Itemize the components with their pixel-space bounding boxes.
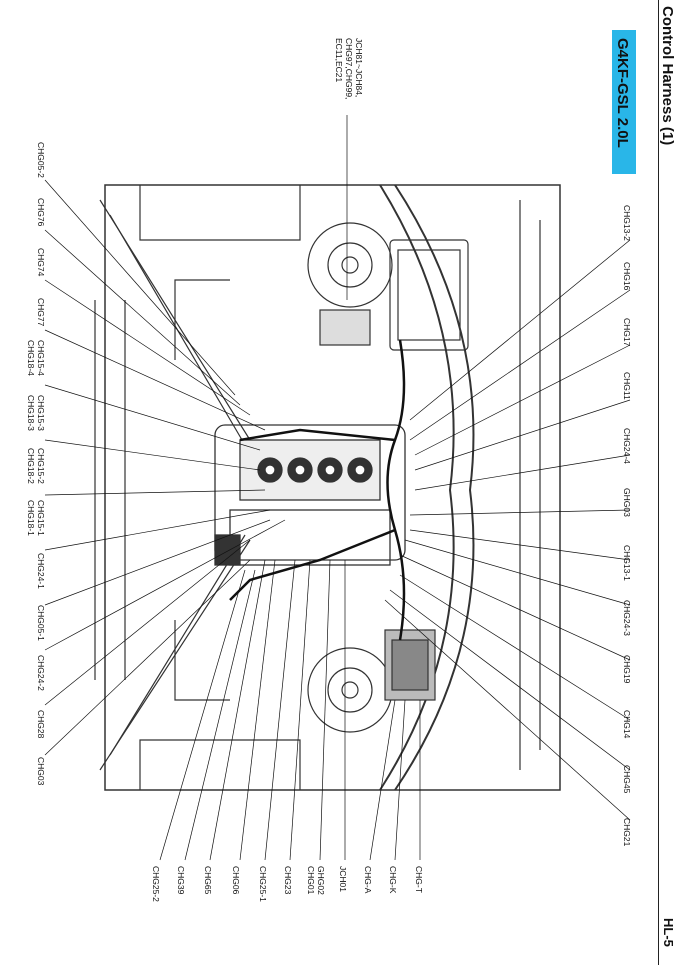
header-rule bbox=[658, 0, 659, 965]
top-labels: JCH81~JCH84, CHG97,CHG99, EC11,EC21 bbox=[334, 38, 364, 99]
label-CHG-A: CHG-A bbox=[363, 866, 373, 894]
label-CHG11: CHG11 bbox=[622, 372, 632, 400]
label-CHG03: CHG03 bbox=[36, 757, 46, 786]
label-CHG17: CHG17 bbox=[622, 318, 632, 347]
label-CHG24-1: CHG24-1 bbox=[36, 553, 46, 589]
label-CHG21: CHG21 bbox=[622, 818, 632, 847]
label-CHG23: CHG23 bbox=[283, 866, 293, 895]
label-CHG15-2: CHG15-2 bbox=[36, 448, 46, 484]
strut-tower-bottom bbox=[307, 647, 393, 733]
label-CHG74: CHG74 bbox=[36, 248, 46, 277]
strut-tower-top bbox=[307, 222, 393, 308]
harness-route bbox=[229, 339, 406, 641]
label-CHG65: CHG65 bbox=[203, 866, 213, 895]
label-CHG01: CHG01 bbox=[306, 866, 316, 895]
label-CHG24-3: CHG24-3 bbox=[622, 600, 632, 636]
label-ec11: EC11,EC21 bbox=[334, 38, 344, 83]
right-labels: CHG13-2 CHG16 CHG17 CHG11 CHG24-4 GHG03 … bbox=[622, 205, 632, 847]
label-CHG16: CHG16 bbox=[622, 262, 632, 291]
label-CHG-T: CHG-T bbox=[414, 866, 424, 893]
label-CHG13-2: CHG13-2 bbox=[622, 205, 632, 241]
label-CHG05-1: CHG05-1 bbox=[36, 605, 46, 641]
fuse-box bbox=[384, 629, 436, 701]
label-chg97: CHG97,CHG99, bbox=[344, 38, 354, 99]
label-CHG24-2: CHG24-2 bbox=[36, 655, 46, 691]
label-JCH01: JCH01 bbox=[338, 866, 348, 892]
label-CHG14: CHG14 bbox=[622, 710, 632, 739]
bottom-labels: CHG25-2 CHG39 CHG65 CHG06 CHG25-1 CHG23 … bbox=[151, 866, 424, 902]
battery-box bbox=[319, 239, 469, 351]
label-CHG05-2: CHG05-2 bbox=[36, 142, 46, 178]
label-GHG03: GHG03 bbox=[622, 488, 632, 517]
label-CHG13-1: CHG13-1 bbox=[622, 545, 632, 581]
engine-block bbox=[214, 424, 406, 566]
label-CHG25-1: CHG25-1 bbox=[258, 866, 268, 902]
label-CHG18-2: CHG18-2 bbox=[26, 448, 36, 484]
leader-lines bbox=[44, 115, 631, 861]
label-CHG15-4: CHG15-4 bbox=[36, 340, 46, 376]
label-CHG06: CHG06 bbox=[231, 866, 241, 895]
label-CHG39: CHG39 bbox=[176, 866, 186, 895]
label-CHG15-3: CHG15-3 bbox=[36, 395, 46, 431]
label-CHG-K: CHG-K bbox=[388, 866, 398, 894]
label-CHG25-2: CHG25-2 bbox=[151, 866, 161, 902]
label-CHG28: CHG28 bbox=[36, 710, 46, 739]
label-CHG18-1: CHG18-1 bbox=[26, 500, 36, 536]
label-CHG76: CHG76 bbox=[36, 198, 46, 227]
left-labels: CHG05-2 CHG76 CHG74 CHG77 CHG18-4 CHG15-… bbox=[26, 142, 46, 786]
label-CHG15-1: CHG15-1 bbox=[36, 500, 46, 536]
label-CHG19: CHG19 bbox=[622, 655, 632, 684]
label-GHG02: GHG02 bbox=[316, 866, 326, 895]
label-CHG45: CHG45 bbox=[622, 765, 632, 794]
label-jch81: JCH81~JCH84, bbox=[354, 38, 364, 97]
label-CHG18-4: CHG18-4 bbox=[26, 340, 36, 376]
label-CHG24-4: CHG24-4 bbox=[622, 428, 632, 464]
engine-badge: G4KF-GSL 2.0L bbox=[612, 30, 636, 174]
label-CHG18-3: CHG18-3 bbox=[26, 395, 36, 431]
label-CHG77: CHG77 bbox=[36, 298, 46, 327]
